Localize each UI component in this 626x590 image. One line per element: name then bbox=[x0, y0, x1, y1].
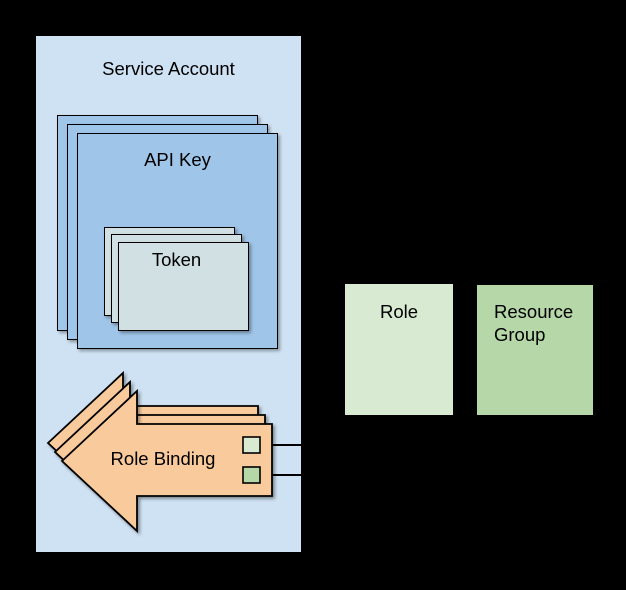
resource-group-label-line1: Resource bbox=[494, 301, 574, 322]
resource-group-box bbox=[477, 285, 593, 415]
role-box bbox=[345, 284, 453, 415]
role-label: Role bbox=[379, 301, 419, 322]
resource-group-label-line2: Group bbox=[494, 324, 546, 345]
resource-group-label: Resource Group bbox=[494, 300, 593, 346]
role-port-square bbox=[242, 436, 261, 454]
token-box-front bbox=[118, 242, 249, 331]
service-account-label: Service Account bbox=[102, 58, 235, 79]
role-binding-arrow-front bbox=[60, 388, 273, 534]
resource-group-port-square bbox=[242, 466, 261, 484]
api-key-label: API Key bbox=[144, 149, 211, 170]
role-binding-label: Role Binding bbox=[110, 448, 216, 469]
token-label: Token bbox=[151, 249, 202, 270]
